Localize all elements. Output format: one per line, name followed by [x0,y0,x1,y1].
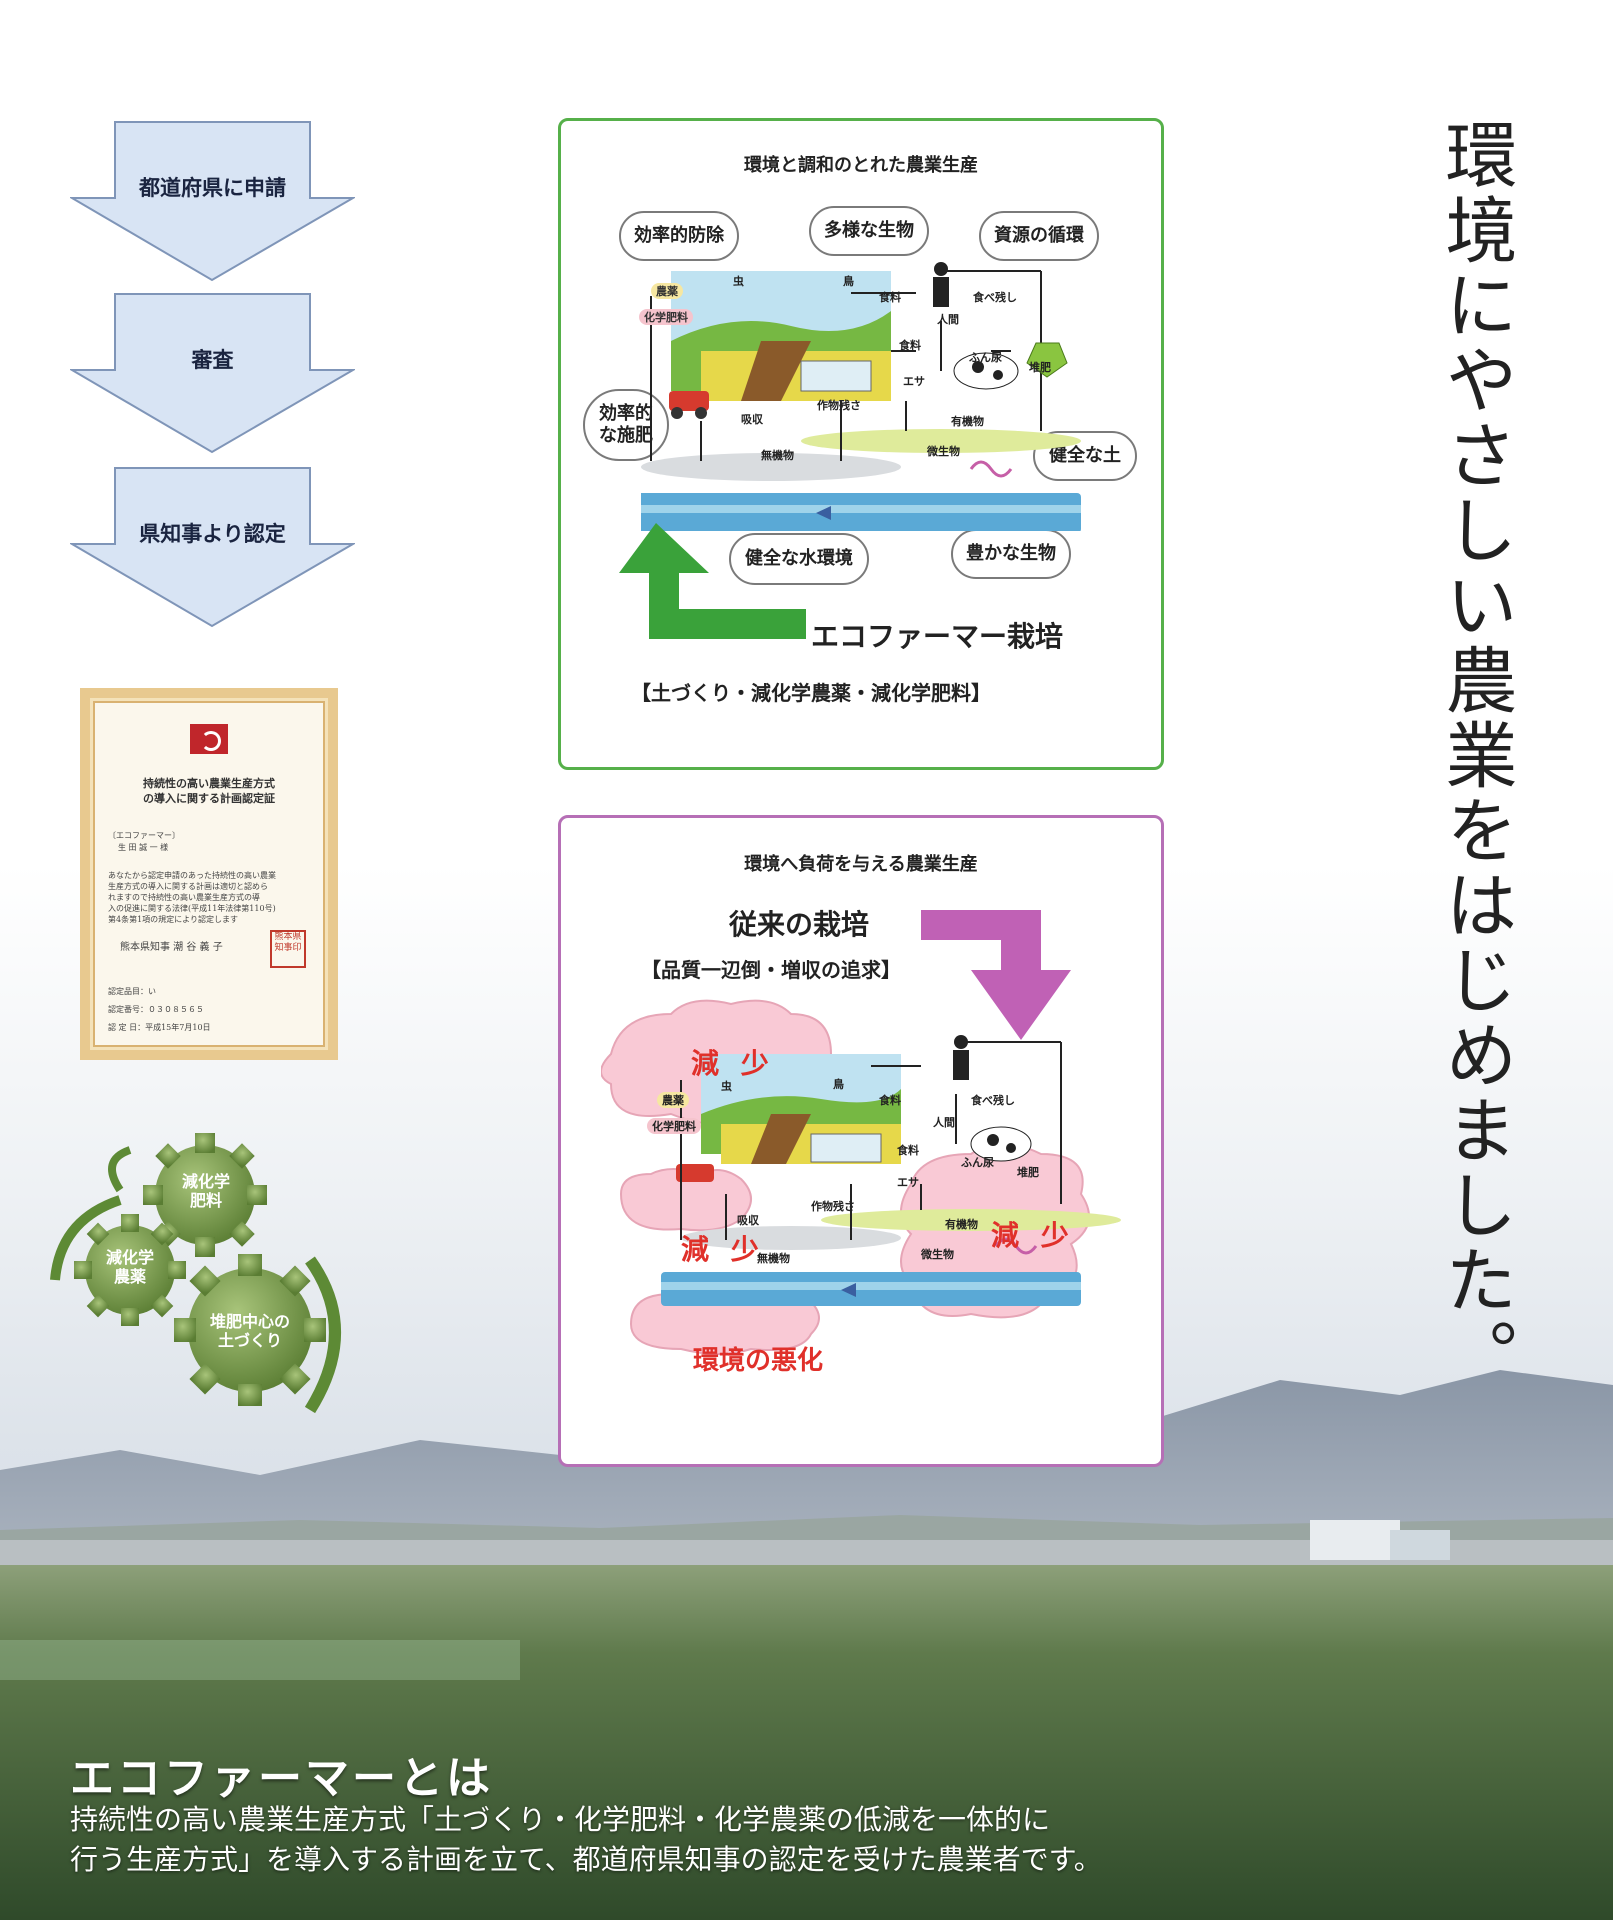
label-food-2: 食料 [897,1144,919,1157]
certificate-role: 〔エコファーマー〕 [108,831,180,840]
label-organic-matter: 有機物 [951,415,984,428]
flow-step-label: 審査 [191,348,234,372]
cloud-rich-life: 豊かな生物 [951,529,1071,579]
pollution-illustration [601,999,1121,1355]
prefecture-emblem-icon [190,724,228,754]
flow-step-review: 審査 [68,292,357,454]
panel-title: 環境と調和のとれた農業生産 [744,155,978,176]
label-human: 人間 [937,313,959,326]
certificate-body: あなたから認定申請のあった持続性の高い農業 [108,871,276,880]
cloud-diverse-life: 多様な生物 [809,206,929,256]
environment-worsening-label: 環境の悪化 [693,1346,824,1376]
certificate-seal: 熊本県知事印 [270,930,306,968]
conventional-label: 従来の栽培 [729,908,870,941]
label-pesticide: 農薬 [657,1092,689,1108]
label-human: 人間 [933,1116,955,1129]
pink-down-arrow-icon [921,910,1071,1040]
label-inorganic-matter: 無機物 [761,449,794,462]
cloud-efficient-fertilizing: 効率的 な施肥 [583,389,669,461]
label-leftovers: 食べ残し [971,1094,1015,1107]
label-microorganism: 微生物 [927,445,960,458]
label-crop-residue: 作物残さ [811,1200,855,1213]
gear-icon [50,1133,341,1414]
gear-label-soil: 堆肥中心の 土づくり [209,1312,290,1350]
page-title-vertical: 環境にやさしい農業をはじめました。 [1433,118,1517,1393]
label-food: 食料 [879,291,901,304]
certificate-item: 認定品目：い [108,987,156,996]
label-insect: 虫 [721,1080,732,1093]
certificate-title-line: の導入に関する計画認定証 [143,792,275,805]
down-arrow-icon [68,121,357,282]
label-food-2: 食料 [899,339,921,352]
panel-title: 環境へ負荷を与える農業生産 [744,854,978,875]
decrease-label-right: 減 少 [991,1219,1075,1252]
label-compost: 堆肥 [1017,1166,1039,1179]
certificate-body: 第4条第1項の規定により認定します [108,915,239,924]
certificate-body: れますので持続性の高い農業生産方式の導 [108,893,260,902]
label-compost: 堆肥 [1029,361,1051,374]
label-manure: ふん尿 [969,351,1002,364]
down-arrow-icon [68,467,357,628]
flow-step-label: 都道府県に申請 [139,176,286,200]
label-leftovers: 食べ残し [973,291,1017,304]
decrease-label-top: 減 少 [691,1047,775,1080]
label-chemical-fertilizer: 化学肥料 [639,309,693,325]
label-microorganism: 微生物 [921,1248,954,1261]
about-description: 持続性の高い農業生産方式「土づくり・化学肥料・化学農薬の低減を一体的に 行う生産… [70,1800,1550,1880]
certificate-signer: 熊本県知事 潮 谷 義 子 [120,942,223,953]
label-insect: 虫 [733,275,744,288]
label-feed: エサ [903,375,925,388]
conventional-subtitle: 【品質一辺倒・増収の追求】 [641,958,901,982]
about-heading: エコファーマーとは [70,1753,493,1804]
cloud-resource-cycle: 資源の循環 [979,211,1099,261]
certificate-body: 生産方式の導入に関する計画は適切と認めら [108,882,268,891]
label-food: 食料 [879,1094,901,1107]
label-inorganic-matter: 無機物 [757,1252,790,1265]
panel-eco-farming: 環境と調和のとれた農業生産 効率的防除 多様な生物 資源の循環 効率的 な施肥 … [558,118,1164,770]
down-arrow-icon [68,293,357,454]
about-line: 持続性の高い農業生産方式「土づくり・化学肥料・化学農薬の低減を一体的に [70,1803,1051,1836]
flow-step-approval: 県知事より認定 [68,466,357,628]
cloud-healthy-water: 健全な水環境 [729,533,869,585]
certificate-number: 認定番号：０３０８５６５ [108,1005,204,1014]
label-crop-residue: 作物残さ [817,399,861,412]
flow-step-label: 県知事より認定 [139,522,286,546]
label-pesticide: 農薬 [651,283,683,299]
label-bird: 鳥 [833,1078,844,1091]
gears-graphic: 減化学 肥料 減化学 農薬 堆肥中心の 土づくり [40,1130,370,1430]
green-arrow-tail [716,609,806,639]
label-bird: 鳥 [843,275,854,288]
label-absorption: 吸収 [737,1214,759,1227]
farm-cycle-illustration [641,262,1081,531]
certificate-title-line: 持続性の高い農業生産方式 [143,777,275,790]
label-feed: エサ [897,1176,919,1189]
certificate-body: 入の促進に関する法律(平成11年法律第110号) [108,904,276,913]
certificate-name: 生 田 誠 一 様 [118,843,169,852]
panel-conventional-farming: 環境へ負荷を与える農業生産 従来の栽培 【品質一辺倒・増収の追求】 [558,815,1164,1467]
label-absorption: 吸収 [741,413,763,426]
label-organic-matter: 有機物 [945,1218,978,1231]
decrease-label-left: 減 少 [681,1233,765,1266]
gear-label-pesticide: 減化学 農薬 [105,1248,154,1286]
certificate-date: 認 定 日：平成15年7月10日 [108,1023,211,1032]
cloud-efficient-control: 効率的防除 [619,211,739,261]
about-line: 行う生産方式」を導入する計画を立て、都道府県知事の認定を受けた農業者です。 [70,1843,1102,1876]
eco-farmer-subtitle: 【土づくり・減化学農薬・減化学肥料】 [631,681,991,705]
flow-step-apply: 都道府県に申請 [68,120,357,282]
gear-label-fertilizer: 減化学 肥料 [181,1172,230,1210]
eco-farmer-label: エコファーマー栽培 [811,620,1064,653]
green-cycle-arrow-icon [619,523,719,639]
certificate-title: 持続性の高い農業生産方式 の導入に関する計画認定証 [104,776,314,806]
certificate: 持続性の高い農業生産方式 の導入に関する計画認定証 〔エコファーマー〕 生 田 … [80,688,338,1060]
label-chemical-fertilizer: 化学肥料 [647,1118,701,1134]
label-manure: ふん尿 [961,1156,994,1169]
